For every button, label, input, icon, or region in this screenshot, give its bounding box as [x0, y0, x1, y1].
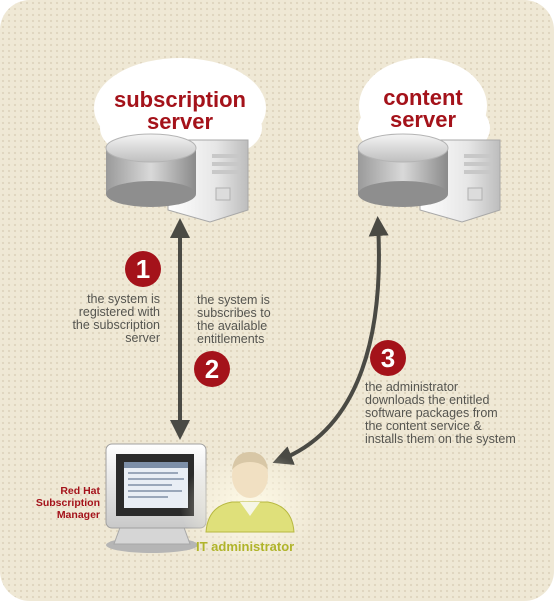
subscription-server-icon	[105, 133, 249, 223]
step-1-caption: the system is registered with the subscr…	[72, 292, 160, 345]
step-2-caption: the system is subscribes to the availabl…	[197, 293, 271, 346]
step-3-badge: 3	[370, 340, 406, 376]
subscription-manager-label: Red Hat Subscription Manager	[35, 485, 100, 521]
step-2-badge: 2	[194, 351, 230, 387]
download-arrow	[272, 216, 389, 465]
administrator-icon	[180, 444, 320, 560]
step-3-caption: the administrator downloads the entitled…	[365, 380, 516, 446]
administrator-label: IT administrator	[196, 539, 295, 554]
step-1-badge: 1	[125, 251, 161, 287]
content-server-label: content server	[383, 85, 463, 132]
content-server-icon	[357, 133, 501, 223]
subscription-server-label: subscription server	[113, 87, 246, 134]
